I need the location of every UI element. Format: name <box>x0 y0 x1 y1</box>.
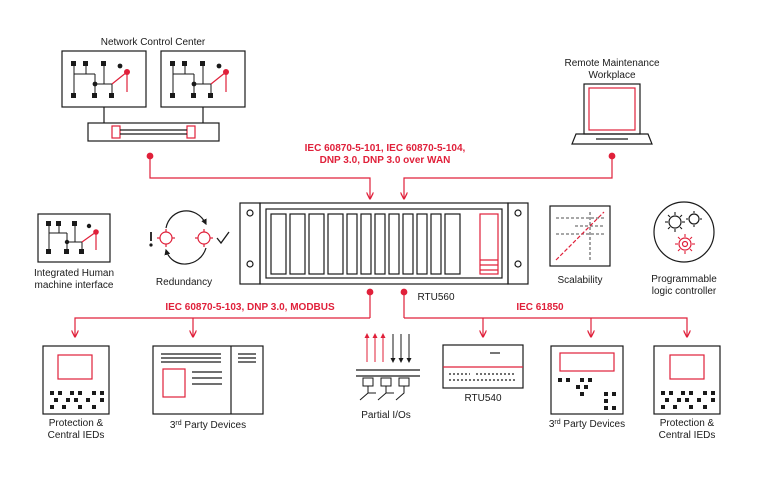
bottom-connection-lines <box>75 288 687 336</box>
top-protocols-label: IEC 60870-5-101, IEC 60870-5-104, DNP 3.… <box>265 143 505 167</box>
remote-maintenance-label-line1: Remote Maintenance <box>564 58 660 69</box>
protection-ied-left-label: Protection & Central IEDs <box>36 418 116 442</box>
hmi-label-line2: machine interface <box>34 280 114 291</box>
remote-maintenance-label-line2: Workplace <box>588 70 636 81</box>
third-party-left-pre: 3 <box>169 420 176 431</box>
network-control-center-icon <box>61 50 246 142</box>
third-party-left-label: 3rd Party Devices <box>153 420 263 432</box>
redundancy-label: Redundancy <box>155 277 213 288</box>
redundancy-icon <box>149 210 230 265</box>
top-protocols-line2: DNP 3.0, DNP 3.0 over WAN <box>319 155 451 166</box>
plc-label-line2: logic controller <box>651 286 717 297</box>
protection-ied-left-line2: Central IEDs <box>47 430 105 441</box>
third-party-right-sup: rd <box>554 419 561 426</box>
scalability-icon <box>549 205 611 267</box>
protection-ied-left-line1: Protection & <box>48 418 104 429</box>
bottom-left-protocols-label: IEC 60870-5-103, DNP 3.0, MODBUS <box>165 302 335 313</box>
third-party-right-post: Party Devices <box>560 419 626 430</box>
third-party-right-pre: 3 <box>548 419 555 430</box>
hmi-label: Integrated Human machine interface <box>22 268 126 292</box>
scalability-label: Scalability <box>557 275 603 286</box>
protection-ied-right-line2: Central IEDs <box>658 430 716 441</box>
plc-label: Programmable logic controller <box>634 274 734 298</box>
laptop-icon <box>571 83 653 145</box>
protection-ied-right-label: Protection & Central IEDs <box>647 418 727 442</box>
partial-io-label: Partial I/Os <box>361 410 411 421</box>
third-party-left-sup: rd <box>175 420 182 427</box>
protection-ied-right-line1: Protection & <box>659 418 715 429</box>
hmi-label-line1: Integrated Human <box>33 268 115 279</box>
plc-icon <box>653 201 715 263</box>
third-party-left-post: Party Devices <box>181 420 247 431</box>
rtu560-label: RTU560 <box>417 292 455 303</box>
rtu540-icon <box>442 344 524 389</box>
plc-label-line1: Programmable <box>651 274 717 285</box>
partial-io-icon <box>356 333 420 401</box>
network-control-center-label: Network Control Center <box>100 37 206 48</box>
protection-ied-left-icon <box>42 345 110 415</box>
remote-maintenance-label: Remote Maintenance Workplace <box>552 58 672 82</box>
bottom-right-protocols-label: IEC 61850 <box>516 302 564 313</box>
third-party-devices-right-icon <box>550 345 624 415</box>
third-party-right-label: 3rd Party Devices <box>537 419 637 431</box>
protection-ied-right-icon <box>653 345 721 415</box>
rtu540-label: RTU540 <box>464 393 502 404</box>
top-protocols-line1: IEC 60870-5-101, IEC 60870-5-104, <box>304 143 466 154</box>
top-connection-lines <box>146 152 616 198</box>
third-party-devices-left-icon <box>152 345 264 415</box>
hmi-icon <box>37 213 111 263</box>
rtu560-rack <box>239 202 529 285</box>
